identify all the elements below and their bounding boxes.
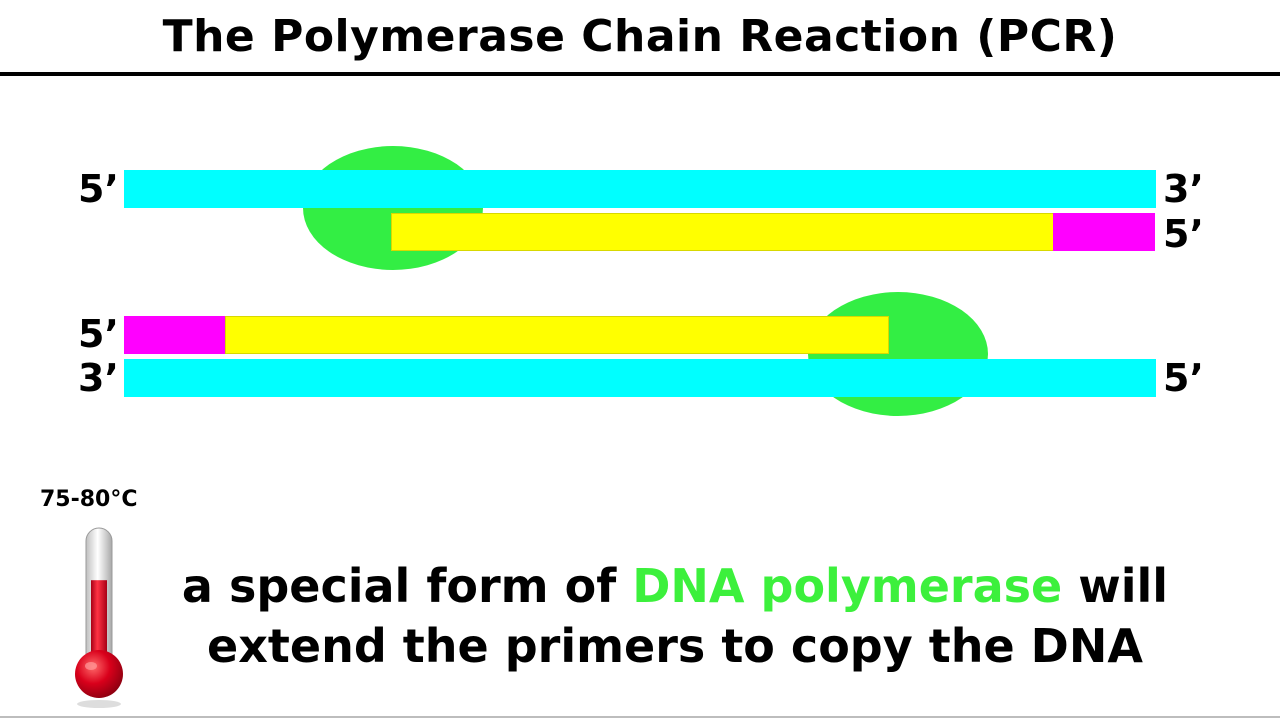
page-title: The Polymerase Chain Reaction (PCR) [162, 11, 1118, 62]
caption: a special form of DNA polymerase will ex… [150, 556, 1200, 676]
label-top-template-3prime: 3’ [1163, 167, 1204, 211]
dna-polymerase-top [303, 146, 483, 270]
new-strand-bottom [225, 316, 889, 354]
label-bottom-new-5prime: 5’ [78, 312, 119, 356]
caption-line-2: extend the primers to copy the DNA [207, 619, 1143, 673]
label-bottom-template-3prime: 3’ [78, 356, 119, 400]
label-bottom-template-5prime: 5’ [1163, 356, 1204, 400]
dna-polymerase-bottom [808, 292, 988, 416]
primer-top [1053, 213, 1155, 251]
primer-bottom [124, 316, 226, 354]
caption-text-1: a special form of [181, 559, 633, 613]
thermometer-icon [64, 524, 134, 718]
caption-text-2: will [1062, 559, 1169, 613]
label-top-template-5prime: 5’ [78, 167, 119, 211]
bottom-divider [0, 716, 1280, 718]
template-strand-bottom [124, 359, 1156, 397]
temperature-label: 75-80°C [40, 487, 138, 512]
new-strand-top [391, 213, 1054, 251]
template-strand-top [124, 170, 1156, 208]
title-divider [0, 72, 1280, 76]
caption-highlight: DNA polymerase [632, 559, 1063, 613]
caption-line-1: a special form of DNA polymerase will [150, 556, 1200, 616]
label-top-new-5prime: 5’ [1163, 212, 1204, 256]
